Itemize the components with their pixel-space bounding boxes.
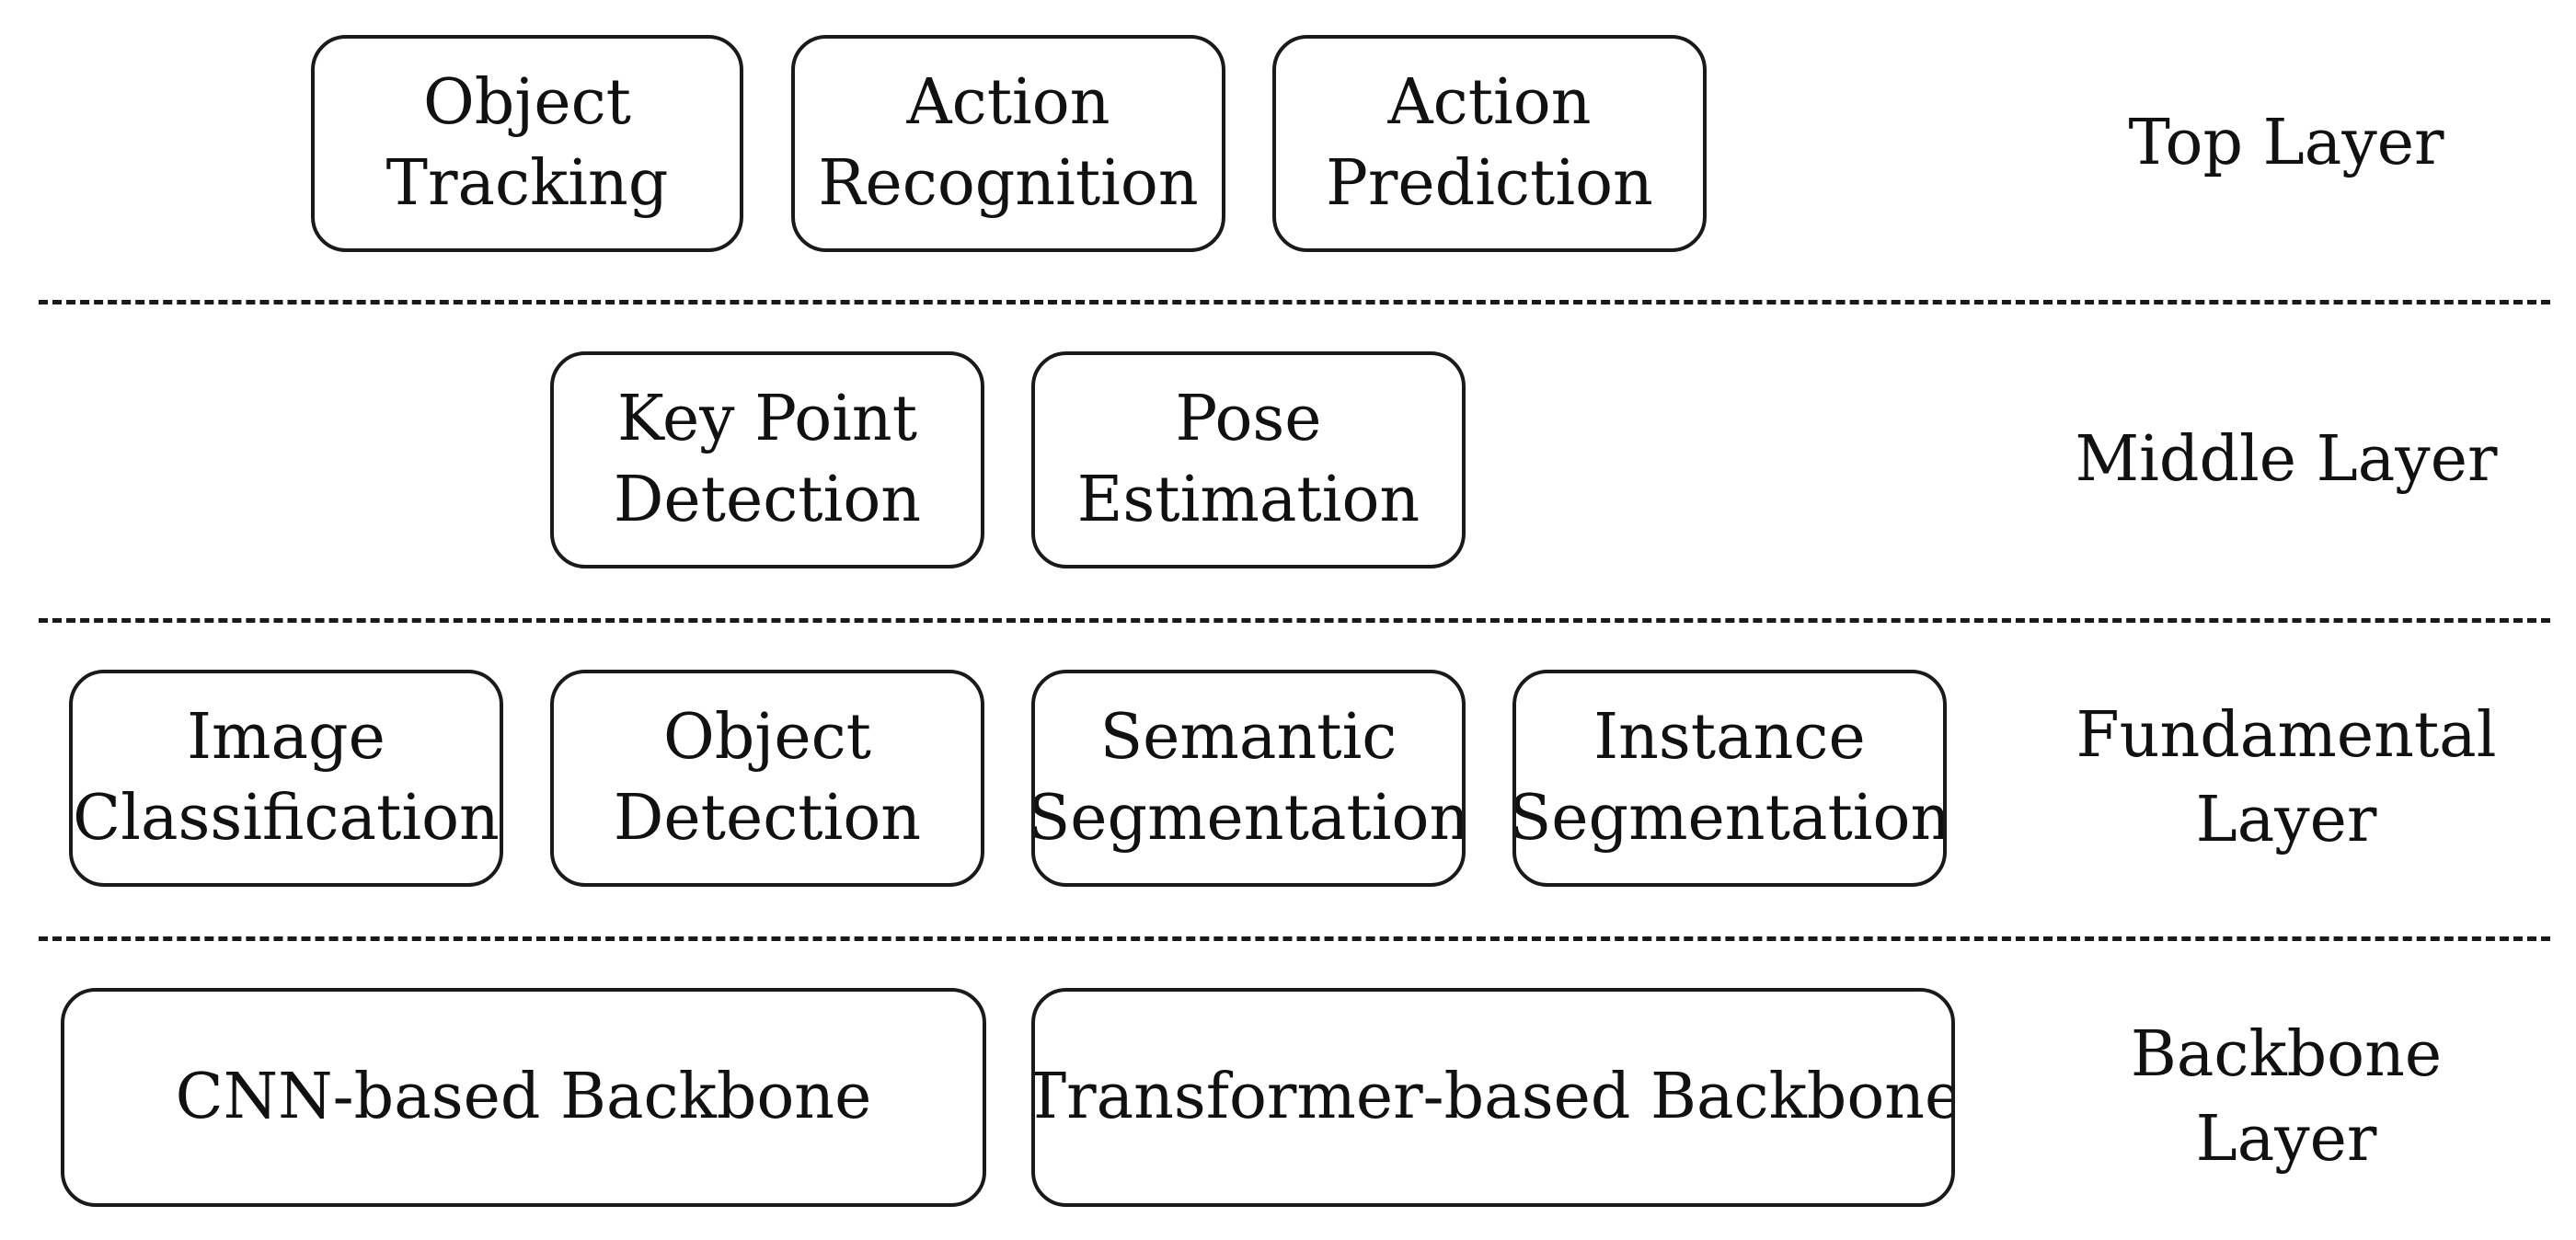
divider-fundamental-backbone — [39, 936, 2550, 941]
box-text-line: Semantic — [1099, 701, 1397, 774]
box-action-recognition: Action Recognition — [791, 35, 1225, 252]
box-action-prediction: Action Prediction — [1272, 35, 1707, 252]
layer-label-line: Fundamental — [2076, 699, 2497, 772]
box-text-line: Segmentation — [1512, 782, 1947, 855]
box-text-line: Segmentation — [1031, 782, 1466, 855]
box-text-line: CNN-based Backbone — [175, 1061, 872, 1133]
layer-label-line: Layer — [2195, 1103, 2377, 1176]
box-key-point-detection: Key Point Detection — [550, 351, 984, 568]
layer-label-line: Backbone — [2130, 1018, 2443, 1091]
box-transformer-backbone: Transformer-based Backbone — [1031, 988, 1955, 1207]
box-object-tracking: Object Tracking — [311, 35, 743, 252]
box-image-classification: Image Classification — [69, 670, 503, 887]
box-text-line: Recognition — [818, 147, 1199, 220]
divider-top-middle — [39, 300, 2550, 304]
box-text-line: Transformer-based Backbone — [1031, 1061, 1955, 1133]
box-text-line: Action — [906, 66, 1110, 139]
layer-label-line: Middle Layer — [2075, 423, 2498, 496]
box-text-line: Action — [1387, 66, 1592, 139]
box-text-line: Pose — [1175, 383, 1322, 455]
layer-label-fundamental: Fundamental Layer — [2006, 670, 2567, 887]
box-text-line: Estimation — [1076, 464, 1420, 536]
box-instance-segmentation: Instance Segmentation — [1512, 670, 1947, 887]
box-text-line: Image — [187, 701, 385, 774]
divider-middle-fundamental — [39, 618, 2550, 623]
box-cnn-backbone: CNN-based Backbone — [61, 988, 986, 1207]
box-text-line: Tracking — [385, 147, 669, 220]
box-text-line: Classification — [73, 782, 500, 855]
box-text-line: Detection — [613, 782, 922, 855]
box-object-detection: Object Detection — [550, 670, 984, 887]
box-text-line: Key Point — [616, 383, 918, 455]
layer-label-middle: Middle Layer — [2006, 351, 2567, 568]
layer-label-line: Top Layer — [2128, 107, 2444, 179]
box-text-line: Prediction — [1326, 147, 1653, 220]
layer-label-backbone: Backbone Layer — [2006, 988, 2567, 1207]
box-text-line: Instance — [1593, 701, 1866, 774]
layer-label-line: Layer — [2195, 784, 2377, 856]
box-pose-estimation: Pose Estimation — [1031, 351, 1466, 568]
box-semantic-segmentation: Semantic Segmentation — [1031, 670, 1466, 887]
layer-label-top: Top Layer — [2006, 35, 2567, 252]
box-text-line: Object — [422, 66, 631, 139]
box-text-line: Detection — [613, 464, 922, 536]
box-text-line: Object — [662, 701, 871, 774]
